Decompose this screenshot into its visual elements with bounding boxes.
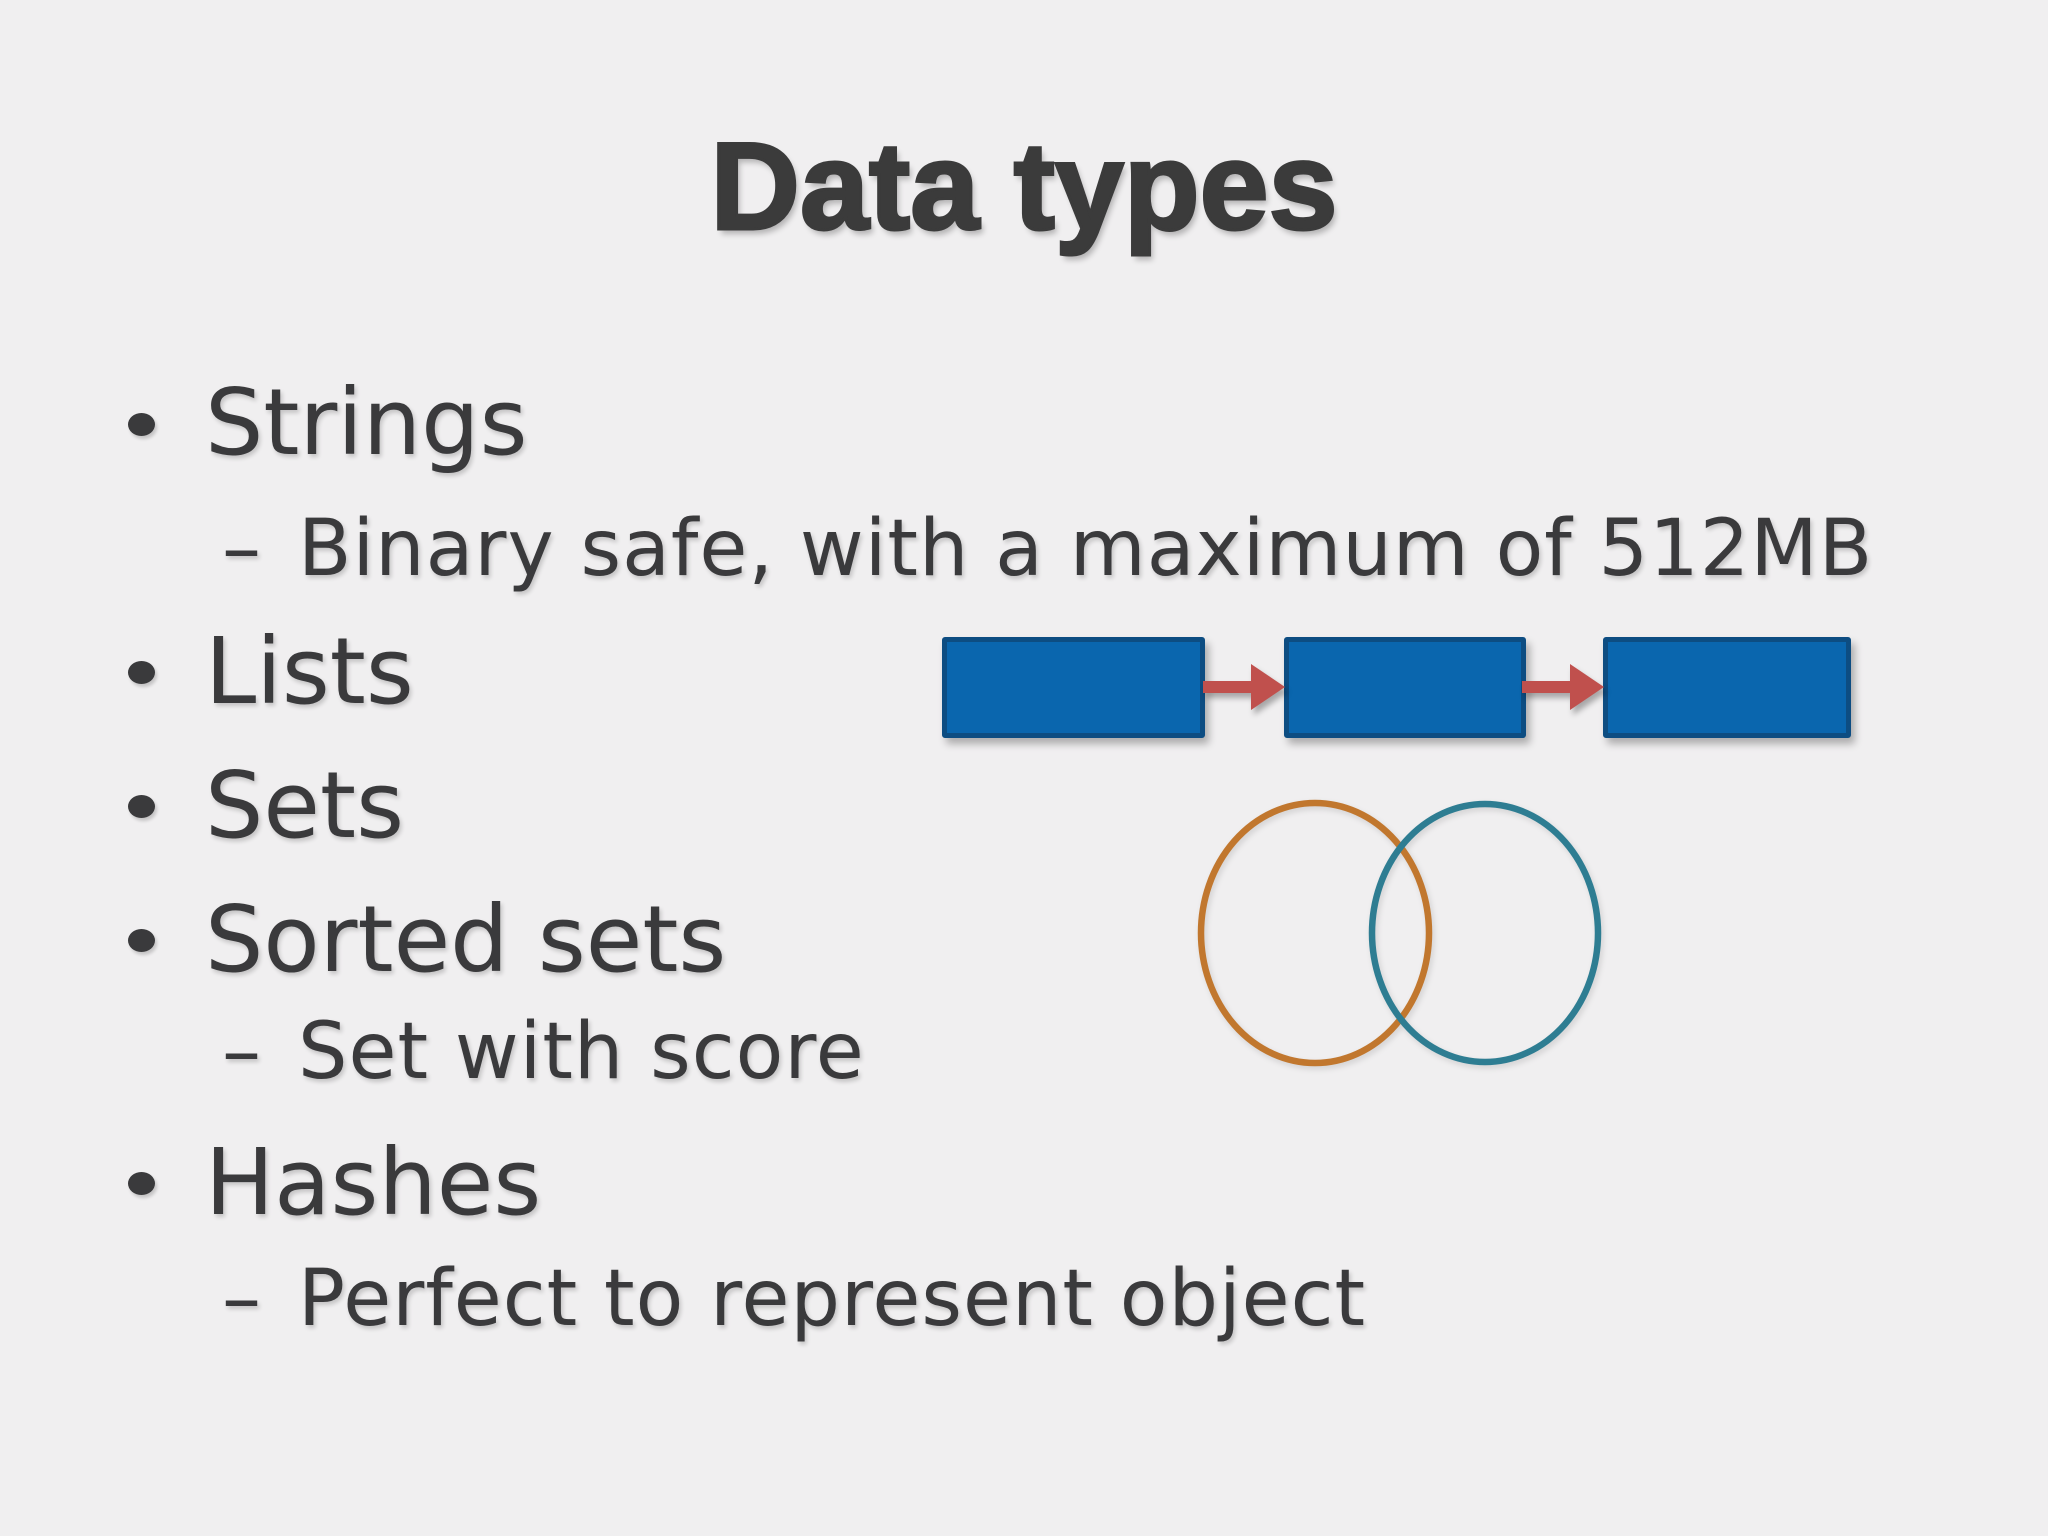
bullet-subitem-binary-safe: –Binary safe, with a maximum of 512MB xyxy=(222,503,1874,597)
venn-circle-right xyxy=(1368,800,1602,1066)
venn-diagram xyxy=(1197,799,1602,1067)
bullet-icon xyxy=(128,795,155,818)
arrow-right-icon xyxy=(1522,664,1604,710)
bullet-item-sorted-sets: Sorted sets xyxy=(205,886,727,993)
bullet-subitem-set-with-score: –Set with score xyxy=(222,1006,865,1100)
linked-list-node-1 xyxy=(942,637,1205,738)
arrow-right-icon xyxy=(1203,664,1285,710)
bullet-subitem-label: Binary safe, with a maximum of 512MB xyxy=(298,504,1874,594)
bullet-subitem-label: Set with score xyxy=(298,1007,865,1097)
bullet-item-sets: Sets xyxy=(205,752,405,859)
bullet-icon xyxy=(128,413,155,436)
linked-list-node-3 xyxy=(1603,637,1851,738)
slide-title: Data types xyxy=(709,117,1339,258)
bullet-item-hashes: Hashes xyxy=(205,1129,542,1236)
bullet-subitem-label: Perfect to represent object xyxy=(298,1254,1367,1344)
bullet-icon xyxy=(128,929,155,952)
dash-icon: – xyxy=(222,1007,262,1097)
bullet-subitem-perfect-object: –Perfect to represent object xyxy=(222,1253,1367,1347)
linked-list-node-2 xyxy=(1284,637,1526,738)
venn-circle-left xyxy=(1197,799,1433,1067)
dash-icon: – xyxy=(222,504,262,594)
bullet-icon xyxy=(128,1172,155,1195)
bullet-item-lists: Lists xyxy=(205,618,414,725)
dash-icon: – xyxy=(222,1254,262,1344)
bullet-item-strings: Strings xyxy=(205,369,528,476)
bullet-icon xyxy=(128,661,155,684)
